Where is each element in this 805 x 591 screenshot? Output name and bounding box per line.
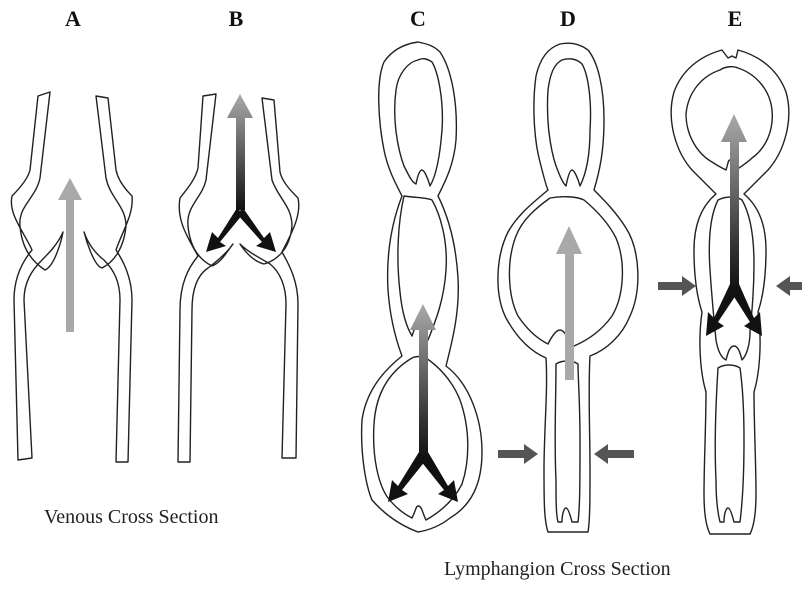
lymphangion-d-upper-inner xyxy=(547,59,590,186)
lymphangion-d-compression-left xyxy=(498,444,538,464)
vein-b xyxy=(178,94,299,462)
lymphangion-d-compression-right xyxy=(594,444,634,464)
vein-a-flow-arrow xyxy=(58,178,82,332)
lymphangion-e-lower-inner xyxy=(715,365,744,522)
vein-b-reflux-stem xyxy=(227,94,253,210)
vein-b-right-wall xyxy=(240,98,299,458)
lymphangion-e-compression-right xyxy=(776,276,802,296)
lymphangion-caption: Lymphangion Cross Section xyxy=(444,558,671,581)
lymphangion-c-upper-inner xyxy=(395,59,443,186)
lymphangion-d xyxy=(498,43,638,532)
lymphangion-d-lower-inner xyxy=(555,361,580,522)
vein-a xyxy=(11,92,132,462)
lymphangion-d-flow-arrow xyxy=(556,226,582,380)
lymphangion-e xyxy=(658,50,802,534)
vein-b-reflux-right xyxy=(237,208,276,252)
vein-b-reflux-left xyxy=(206,208,243,252)
lymphangion-e-flow-right xyxy=(731,284,762,336)
lymphangion-c-flow-stem xyxy=(410,304,436,458)
lymphangion-c-flow-left xyxy=(388,452,426,502)
lymphangion-e-upper-inner xyxy=(686,67,772,170)
vein-a-left-wall xyxy=(11,92,63,460)
lymphangion-e-compression-left xyxy=(658,276,696,296)
vein-b-left-wall xyxy=(178,94,233,462)
lymphangion-c xyxy=(362,42,482,532)
lymphangion-c-flow-right xyxy=(420,452,458,502)
venous-caption: Venous Cross Section xyxy=(44,506,218,529)
vein-a-right-wall xyxy=(84,96,132,462)
